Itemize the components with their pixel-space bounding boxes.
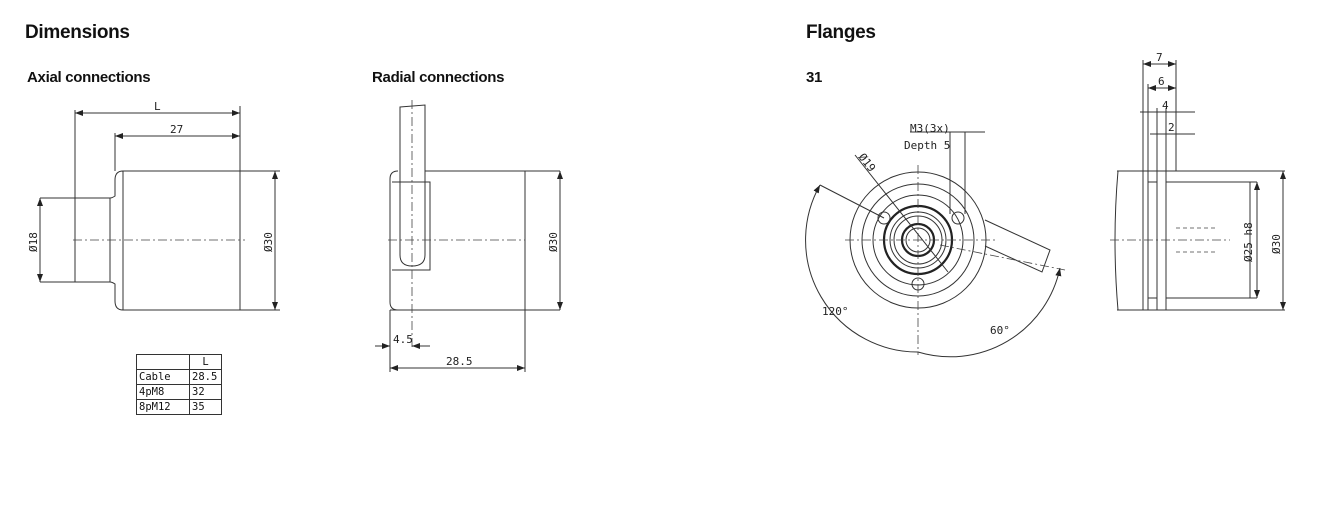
- radial-connections-heading: Radial connections: [372, 69, 505, 86]
- angle-60: 60°: [990, 324, 1010, 337]
- thread-label: M3(3x): [910, 122, 950, 135]
- dim-27: 27: [170, 123, 183, 136]
- dim-28-5: 28.5: [446, 355, 473, 368]
- radial-drawing: 4.5 28.5 Ø30: [375, 100, 563, 372]
- flanges-heading: Flanges: [806, 22, 876, 43]
- flange-side-view: 7 6 4 2 Ø25 h8 Ø30: [1110, 51, 1286, 311]
- dim-7: 7: [1156, 51, 1163, 64]
- axial-drawing: L 27 Ø18 Ø30: [27, 100, 280, 311]
- table-header-row: L: [136, 354, 222, 370]
- flange-number: 31: [806, 69, 823, 86]
- dimensions-heading: Dimensions: [25, 22, 130, 43]
- depth-label: Depth 5: [904, 139, 950, 152]
- dim-6: 6: [1158, 75, 1165, 88]
- dim-2: 2: [1168, 121, 1175, 134]
- dim-d18: Ø18: [27, 232, 40, 252]
- axial-connections-heading: Axial connections: [27, 69, 151, 86]
- dim-d30: Ø30: [547, 232, 560, 252]
- dim-d25h8: Ø25 h8: [1242, 222, 1255, 262]
- dim-4-5: 4.5: [393, 333, 413, 346]
- dim-4: 4: [1162, 99, 1169, 112]
- flange-front-view: M3(3x) Depth 5 Ø19 120° 60°: [805, 122, 1066, 358]
- dim-d19: Ø19: [856, 151, 878, 175]
- dim-d30: Ø30: [1270, 234, 1283, 254]
- angle-120: 120°: [822, 305, 849, 318]
- dim-d30: Ø30: [262, 232, 275, 252]
- dim-L: L: [154, 100, 161, 113]
